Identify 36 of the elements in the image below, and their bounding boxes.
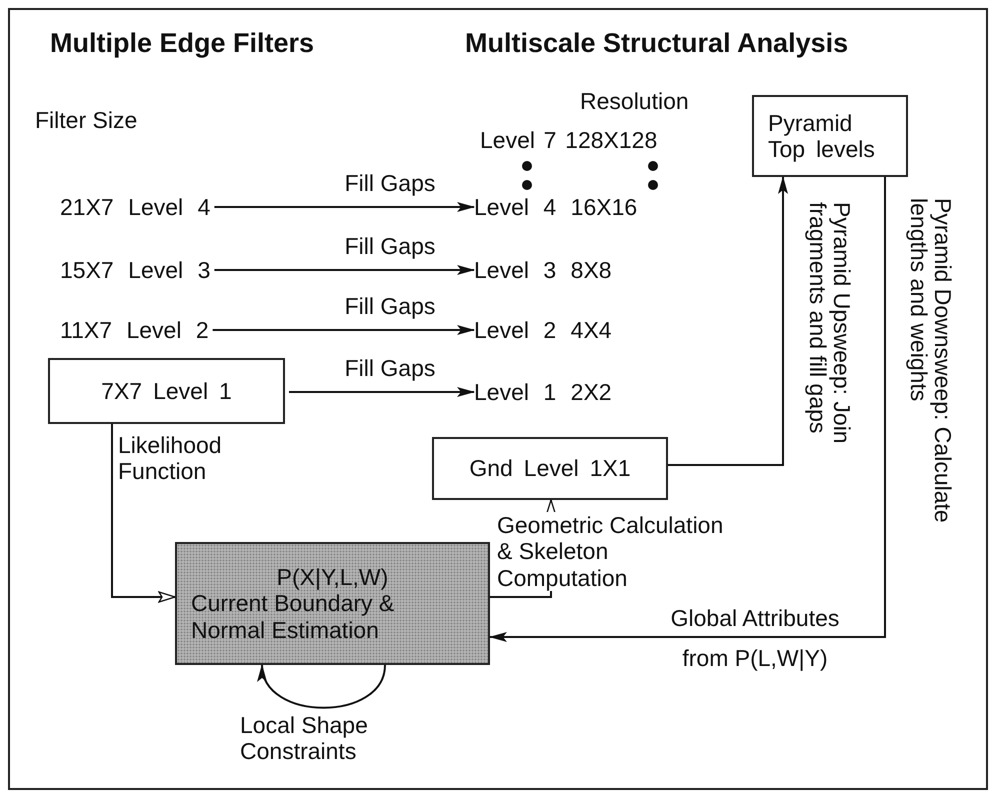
arrow bbox=[214, 202, 475, 212]
node-text: Current Boundary & Normal Estimation bbox=[191, 590, 396, 644]
column-label: Filter Size bbox=[35, 107, 138, 134]
arrow bbox=[668, 176, 788, 466]
node-text: P(X|Y,L,W) bbox=[276, 564, 388, 590]
section-heading: Multiscale Structural Analysis bbox=[465, 28, 848, 59]
node-text: 7X7 Level 1 bbox=[101, 378, 232, 404]
level-label: 15X7 Level 3 bbox=[60, 252, 210, 288]
column-label: Resolution bbox=[580, 88, 689, 115]
edge-label: Fill Gaps bbox=[344, 233, 436, 260]
level-label: 21X7 Level 4 bbox=[60, 189, 210, 225]
node-text: Pyramid Top levels bbox=[768, 110, 876, 162]
arrow bbox=[260, 664, 386, 709]
arrow bbox=[289, 387, 475, 397]
arrow bbox=[489, 177, 886, 642]
column-label: Level 7 128X128 bbox=[480, 127, 658, 154]
node-text: Gnd Level 1X1 bbox=[469, 455, 631, 482]
level-label: Level 3 8X8 bbox=[474, 252, 612, 288]
arrow bbox=[212, 325, 475, 335]
edge-label: Local Shape Constraints bbox=[240, 712, 369, 765]
process-box bbox=[48, 358, 285, 424]
edge-label: Fill Gaps bbox=[344, 355, 436, 382]
process-box bbox=[752, 95, 908, 177]
edge-label: Fill Gaps bbox=[344, 293, 436, 320]
edge-label: Fill Gaps bbox=[344, 170, 436, 196]
edge-label: Likelihood Function bbox=[118, 432, 223, 485]
arrow bbox=[214, 265, 475, 275]
arrow bbox=[111, 424, 176, 603]
shaded-process-box bbox=[175, 542, 490, 665]
process-box bbox=[432, 437, 668, 500]
level-label: Level 2 4X4 bbox=[474, 312, 612, 348]
level-label: Level 1 2X2 bbox=[474, 374, 612, 410]
section-heading: Multiple Edge Filters bbox=[50, 28, 314, 59]
level-label: 11X7 Level 2 bbox=[60, 312, 209, 348]
level-label: Level 4 16X16 bbox=[474, 189, 638, 225]
annotation-text: Global Attributes from P(L,W|Y) bbox=[670, 604, 840, 673]
